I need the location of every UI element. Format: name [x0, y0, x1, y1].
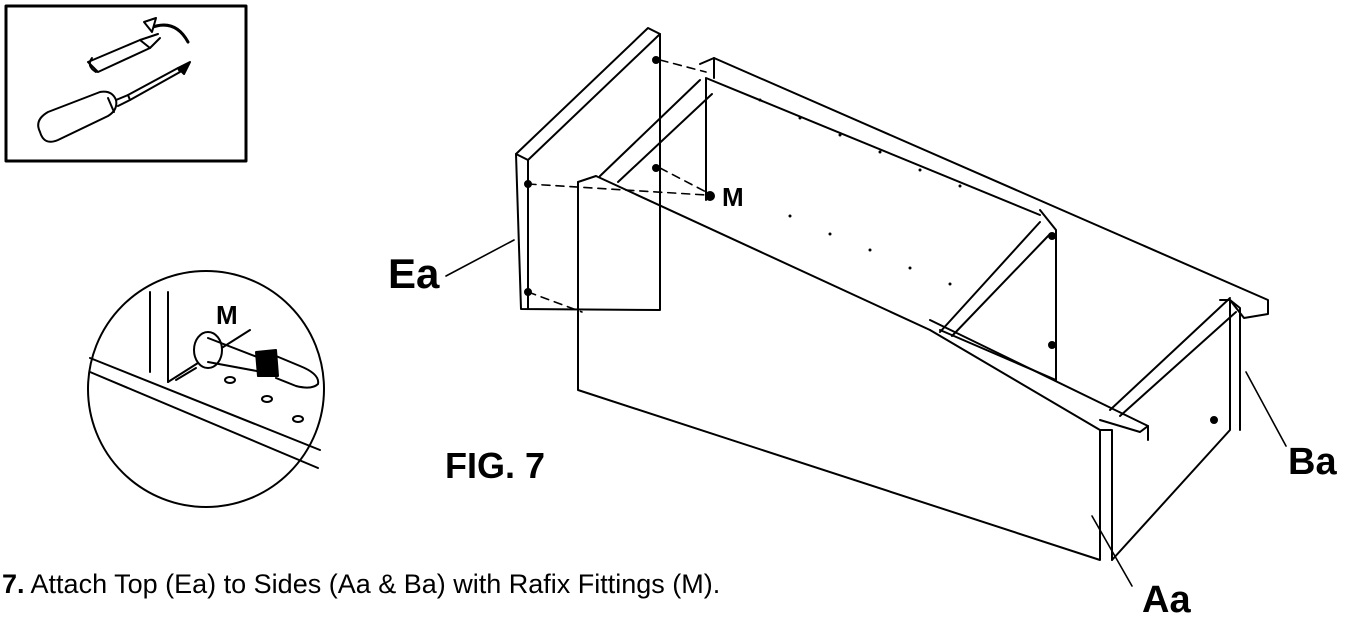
step-number: 7. [2, 569, 25, 599]
label-side-right: Ba [1288, 441, 1337, 483]
label-fitting-detail: M [216, 300, 238, 330]
figure-label: FIG. 7 [445, 445, 545, 486]
label-side-left: Aa [1142, 579, 1191, 620]
step-text: Attach Top (Ea) to Sides (Aa & Ba) with … [30, 569, 721, 599]
label-fitting: M [722, 182, 744, 212]
rafix-detail-icon [87, 270, 325, 508]
instruction-text: 7. Attach Top (Ea) to Sides (Aa & Ba) wi… [2, 569, 720, 600]
screwdriver-tool-icon [4, 4, 248, 163]
cabinet-assembly [445, 27, 1287, 587]
label-top-panel: Ea [388, 250, 440, 297]
